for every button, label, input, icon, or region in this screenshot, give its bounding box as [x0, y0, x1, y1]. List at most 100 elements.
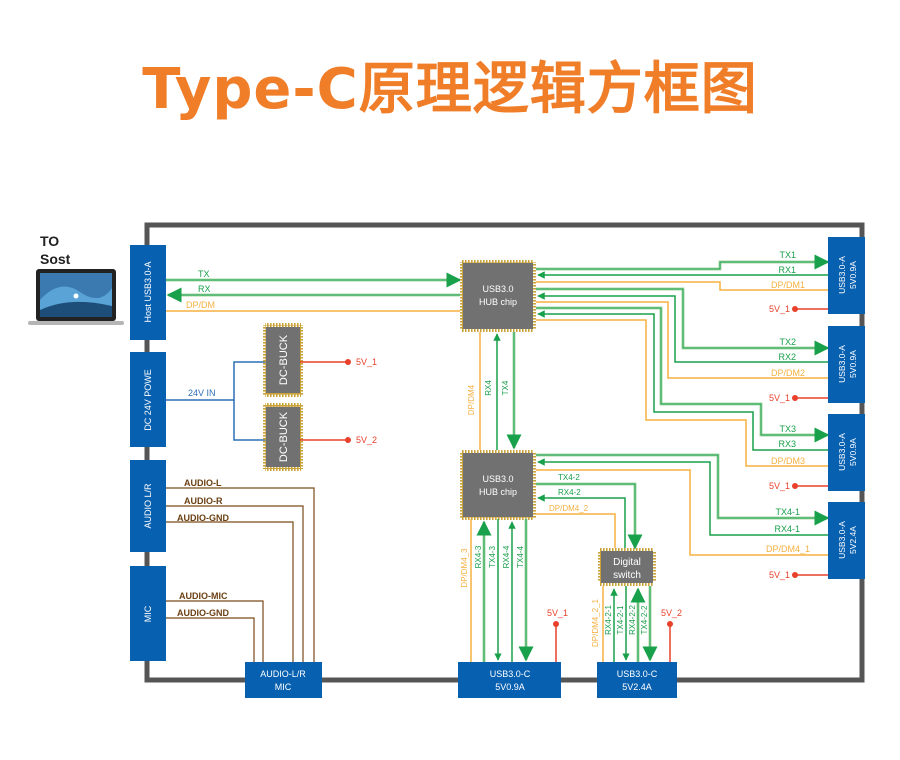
bottom-port1-power-label: 5V_1: [547, 608, 568, 618]
port2-tx-label: TX2: [779, 337, 796, 347]
port-usb-a-1[interactable]: USB3.0-A 5V0.9A: [828, 237, 865, 314]
hub2-dpdm4-2-label: DP/DM4_2: [549, 504, 589, 513]
audio-box-line1: AUDIO-L/R: [260, 669, 306, 679]
port-dc-power[interactable]: DC 24V POWE: [130, 352, 166, 447]
port1-power: [792, 306, 828, 312]
hub2-dpdm4-3-label: DP/DM4_3: [460, 548, 469, 588]
audio-gnd-label: AUDIO-GND: [177, 513, 229, 523]
hub2-tx4-3-label: TX4-3: [488, 546, 497, 568]
dc-buck-1-label: DC-BUCK: [278, 334, 290, 385]
port-usb-a-3[interactable]: USB3.0-A 5V0.9A: [828, 414, 865, 491]
port-audio-lr[interactable]: AUDIO L/R: [130, 460, 166, 552]
audio-gnd-line: [166, 521, 294, 662]
port-host-usb[interactable]: Host USB3.0-A: [130, 245, 166, 340]
audio-box-line2: MIC: [275, 682, 292, 692]
laptop-icon: [28, 269, 124, 325]
usb-c-2-line1: USB3.0-C: [617, 669, 658, 679]
audio-r-line: [166, 505, 304, 662]
switch-tx4-2-1-label: TX4-2-1: [616, 605, 625, 634]
usb-a-1-line2: 5V0.9A: [848, 261, 858, 289]
port-audio-mic-bottom[interactable]: AUDIO-L/R MIC: [245, 662, 322, 698]
port-host-usb-label: Host USB3.0-A: [143, 261, 153, 322]
power-input-label: 24V IN: [188, 388, 216, 398]
digital-switch-line1: Digital: [613, 557, 641, 568]
port-mic[interactable]: MIC: [130, 566, 166, 661]
port3-rx-label: RX3: [778, 439, 796, 449]
audio-mic-gnd-line: [166, 617, 255, 662]
audio-l-label: AUDIO-L: [184, 478, 222, 488]
usb-a-3-line2: 5V0.9A: [848, 438, 858, 466]
dc-buck-2-label: DC-BUCK: [278, 411, 290, 462]
host-label-line2: Sost: [40, 251, 71, 267]
dc-buck-1: DC-BUCK: [263, 323, 303, 397]
switch-dpdm-label: DP/DM4_2_1: [591, 598, 600, 647]
audio-mic-gnd-label: AUDIO-GND: [177, 608, 229, 618]
port1-rx-label: RX1: [778, 265, 796, 275]
hub2-rx4-2-line: [537, 494, 626, 548]
port4-power-label: 5V_1: [769, 570, 790, 580]
usb-c-1-line2: 5V0.9A: [495, 682, 525, 692]
audio-r-label: AUDIO-R: [184, 496, 223, 506]
host-tx-label: TX: [198, 269, 210, 279]
port2-rx-line: [537, 292, 828, 363]
hub-chip-1: USB3.0 HUB chip: [460, 260, 536, 332]
usb-c-1-line1: USB3.0-C: [490, 669, 531, 679]
port2-dpdm-line: [536, 301, 828, 379]
switch-tx4-2-2-label: TX4-2-2: [640, 605, 649, 634]
hub2-line2: HUB chip: [479, 487, 517, 497]
port-audio-lr-label: AUDIO L/R: [143, 483, 153, 529]
power-out-2-label: 5V_2: [356, 435, 377, 445]
port3-dpdm-label: DP/DM3: [771, 456, 805, 466]
audio-mic-line: [166, 600, 264, 662]
power-out-1-dot: [345, 359, 351, 365]
port3-power-label: 5V_1: [769, 481, 790, 491]
port-usb-a-4[interactable]: USB3.0-A 5V2.4A: [828, 502, 865, 579]
usb-a-3-line1: USB3.0-A: [837, 433, 847, 471]
usb-a-4-line2: 5V2.4A: [848, 526, 858, 554]
digital-switch-chip: Digital switch: [598, 548, 656, 586]
hub1-dpdm4-label: DP/DM4: [467, 384, 476, 415]
usb-a-2-line2: 5V0.9A: [848, 350, 858, 378]
dc-buck-2: DC-BUCK: [263, 403, 303, 471]
hub1-rx4-label: RX4: [484, 380, 493, 396]
port-mic-label: MIC: [143, 605, 153, 622]
port-usb-c-1[interactable]: USB3.0-C 5V0.9A: [458, 662, 561, 698]
hub2-rx4-2-label: RX4-2: [558, 488, 581, 497]
port3-power: [792, 483, 828, 489]
bottom-port2-power-label: 5V_2: [661, 608, 682, 618]
hub2-dpdm4-2-line: [536, 513, 616, 548]
port-dc-power-label: DC 24V POWE: [143, 369, 153, 431]
port2-dpdm-label: DP/DM2: [771, 368, 805, 378]
power-out-2-dot: [345, 437, 351, 443]
port4-tx-label: TX4-1: [775, 507, 800, 517]
port2-power: [792, 395, 828, 401]
port1-dpdm-line: [536, 281, 828, 291]
port3-dpdm-line: [536, 319, 828, 467]
port4-rx-label: RX4-1: [774, 524, 800, 534]
port-usb-a-2[interactable]: USB3.0-A 5V0.9A: [828, 326, 865, 403]
bottom-port1-power: [553, 621, 559, 662]
port4-dpdm-line: [536, 469, 828, 556]
hub2-tx4-2-line: [536, 482, 643, 550]
port-usb-c-2[interactable]: USB3.0-C 5V2.4A: [597, 662, 677, 698]
port1-tx-label: TX1: [779, 250, 796, 260]
hub2-line1: USB3.0: [482, 474, 513, 484]
port3-tx-label: TX3: [779, 424, 796, 434]
port4-power: [792, 572, 828, 578]
hub2-tx4-2-label: TX4-2: [558, 473, 580, 482]
audio-l-line: [166, 487, 315, 662]
power-line-buck1: [166, 361, 266, 401]
port4-rx-line: [537, 458, 828, 536]
port2-rx-label: RX2: [778, 352, 796, 362]
port1-dpdm-label: DP/DM1: [771, 280, 805, 290]
switch-rx4-2-2-label: RX4-2-2: [628, 605, 637, 635]
power-line-buck2: [233, 400, 266, 441]
usb-a-2-line1: USB3.0-A: [837, 345, 847, 383]
host-dpdm-label: DP/DM: [186, 300, 215, 310]
audio-mic-label: AUDIO-MIC: [179, 591, 228, 601]
host-label-line1: TO: [40, 233, 59, 249]
hub1-line2: HUB chip: [479, 297, 517, 307]
usb-a-1-line1: USB3.0-A: [837, 256, 847, 294]
hub2-rx4-4-label: RX4-4: [502, 545, 511, 568]
